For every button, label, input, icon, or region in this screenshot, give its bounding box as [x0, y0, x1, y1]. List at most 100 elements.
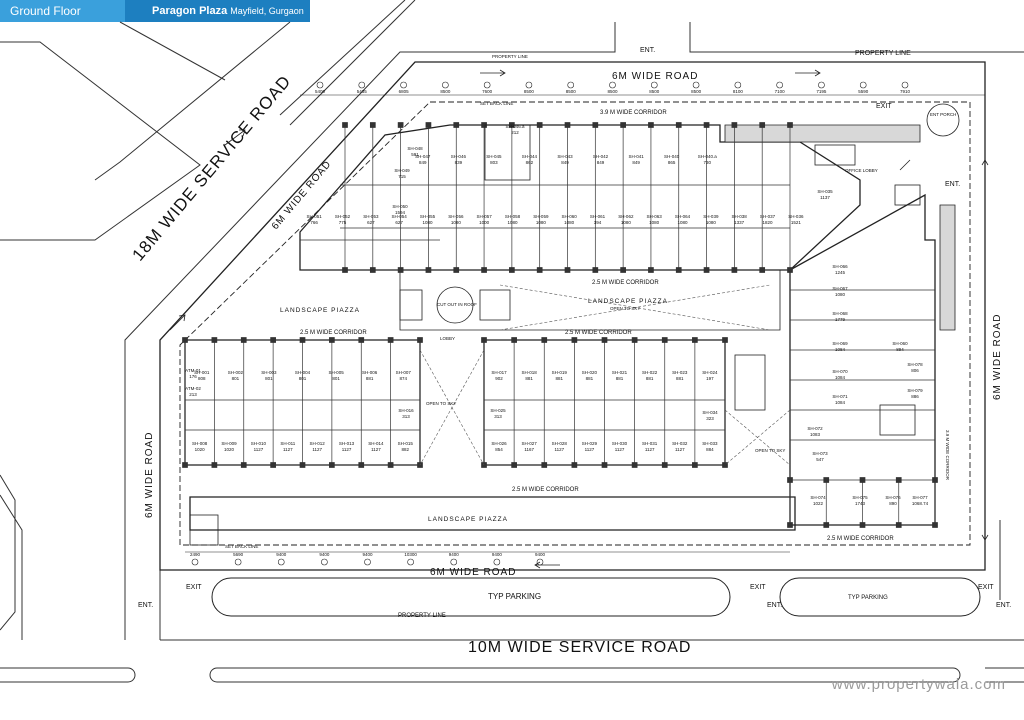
shop-area: 865 — [668, 160, 676, 165]
column — [692, 462, 698, 468]
shop-id: SH-021 — [612, 370, 628, 375]
shop-area: 591 — [411, 152, 419, 157]
shop-id: SH-028 — [552, 441, 568, 446]
dimension-value: 5400 — [315, 89, 326, 94]
shop-area: 627 — [395, 220, 403, 225]
shop-area: 808 — [198, 376, 206, 381]
column — [571, 337, 578, 343]
open-to-sky-2-label: OPEN TO SKY — [426, 401, 456, 406]
column — [270, 337, 276, 343]
shop-id: SH-073 — [812, 451, 828, 456]
grid-bubble — [358, 81, 366, 89]
grid-bubble — [650, 81, 658, 89]
exit-1-label[interactable]: EXIT — [186, 584, 202, 591]
column — [932, 522, 938, 528]
column — [481, 337, 487, 343]
shop-area: 1127 — [615, 447, 625, 452]
shop-id: SH-079 — [907, 388, 923, 393]
column — [675, 267, 682, 273]
dimension-value: 7100 — [775, 89, 786, 94]
parking-strips — [211, 577, 981, 617]
dimension-value: 9400 — [535, 552, 546, 557]
shop-id: SH-035 — [817, 189, 833, 194]
open-to-sky-3-label: OPEN TO SKY — [755, 448, 785, 453]
road-outlines — [0, 0, 1024, 683]
direction-arrows — [169, 69, 989, 569]
plan-header: Ground Floor Paragon Plaza Mayfield, Gur… — [0, 0, 310, 22]
shop-area: 1083 — [810, 432, 821, 437]
column — [240, 462, 247, 468]
shop-id: SH-058 — [505, 214, 521, 219]
shop-area: 1167 — [524, 447, 534, 452]
shop-id: SH-063 — [647, 214, 663, 219]
exit-3-label[interactable]: EXIT — [978, 584, 994, 591]
column — [211, 337, 218, 343]
set-back-line — [179, 101, 971, 546]
landscape-left-label: LANDSCAPE PIAZZA — [280, 307, 360, 314]
road-6m-left-label: 6M WIDE ROAD — [144, 432, 155, 518]
shop-id: SH-006 — [362, 370, 378, 375]
column — [601, 337, 608, 343]
ent-4-label[interactable]: ENT. — [996, 602, 1011, 609]
shop-area: 886 — [911, 394, 919, 399]
road-18m-label: 18M WIDE SERVICE ROAD — [129, 72, 295, 265]
column — [397, 267, 404, 273]
grid-bubble — [483, 81, 491, 89]
shop-area: 1080 — [677, 220, 688, 225]
shop-area: 1127 — [312, 447, 322, 452]
shop-id: SH-062 — [618, 214, 634, 219]
ent-3-label[interactable]: ENT. — [767, 602, 782, 609]
shop-id: SH-057 — [477, 214, 493, 219]
shop-area: 1084 — [835, 347, 846, 352]
shop-id: SH-029 — [582, 441, 598, 446]
shop-area: 849 — [419, 160, 427, 165]
shop-id: SH-012 — [310, 441, 326, 446]
shop-id: SH-013 — [339, 441, 355, 446]
shop-id: SH-018 — [522, 370, 538, 375]
shop-area: 1137 — [820, 195, 830, 200]
shop-id: SH-052 — [335, 214, 351, 219]
shop-id: SH-060 — [892, 341, 908, 346]
shop-area: 1127 — [283, 447, 293, 452]
shop-id: SH-067 — [832, 286, 848, 291]
shop-area: 1127 — [554, 447, 564, 452]
shop-area: 890 — [889, 501, 897, 506]
exit-4-label[interactable]: EXIT — [876, 103, 892, 110]
column — [453, 267, 460, 273]
grid-bubble — [321, 558, 328, 566]
shop-id: SH-051 — [307, 214, 323, 219]
cut-out-label: CUT OUT IN ROOF — [437, 302, 477, 307]
shop-id: SH-040 — [664, 154, 680, 159]
shop-id: SH-017 — [491, 370, 507, 375]
column — [425, 267, 432, 273]
corridor-left-label: 2.5 M WIDE CORRIDOR — [300, 330, 367, 336]
exit-2-label[interactable]: EXIT — [750, 584, 766, 591]
dimension-value: 9400 — [319, 552, 330, 557]
road-6m-right-label: 6M WIDE ROAD — [992, 314, 1003, 400]
column — [270, 462, 276, 468]
shop-area: 801 — [332, 376, 340, 381]
grid-bubble — [191, 558, 199, 566]
column-grid — [182, 122, 938, 528]
entry-label[interactable]: ENT. — [945, 181, 960, 188]
column — [731, 267, 738, 273]
column — [511, 337, 517, 343]
ent-1-label[interactable]: ENT. — [138, 602, 153, 609]
ent-2-label[interactable]: ENT. — [640, 47, 655, 54]
shop-area: 313 — [402, 414, 410, 419]
shop-id: SH-010 — [251, 441, 267, 446]
shop-id: SH-039 — [703, 214, 719, 219]
shop-area: 394 — [594, 220, 602, 225]
shop-area: 1020 — [195, 447, 206, 452]
shop-id: SH-061 — [590, 214, 606, 219]
shop-area: 1080 — [507, 220, 518, 225]
shop-area: 881 — [676, 376, 684, 381]
corridor-mid-label: 2.5 M WIDE CORRIDOR — [565, 330, 632, 336]
shop-area: 1820 — [762, 220, 773, 225]
column — [536, 267, 543, 273]
dimension-value: 9400 — [276, 552, 287, 557]
shop-id: SH-053 — [363, 214, 379, 219]
project-location: Mayfield, Gurgaon — [230, 6, 304, 16]
shop-id: SH-034 — [702, 410, 718, 415]
